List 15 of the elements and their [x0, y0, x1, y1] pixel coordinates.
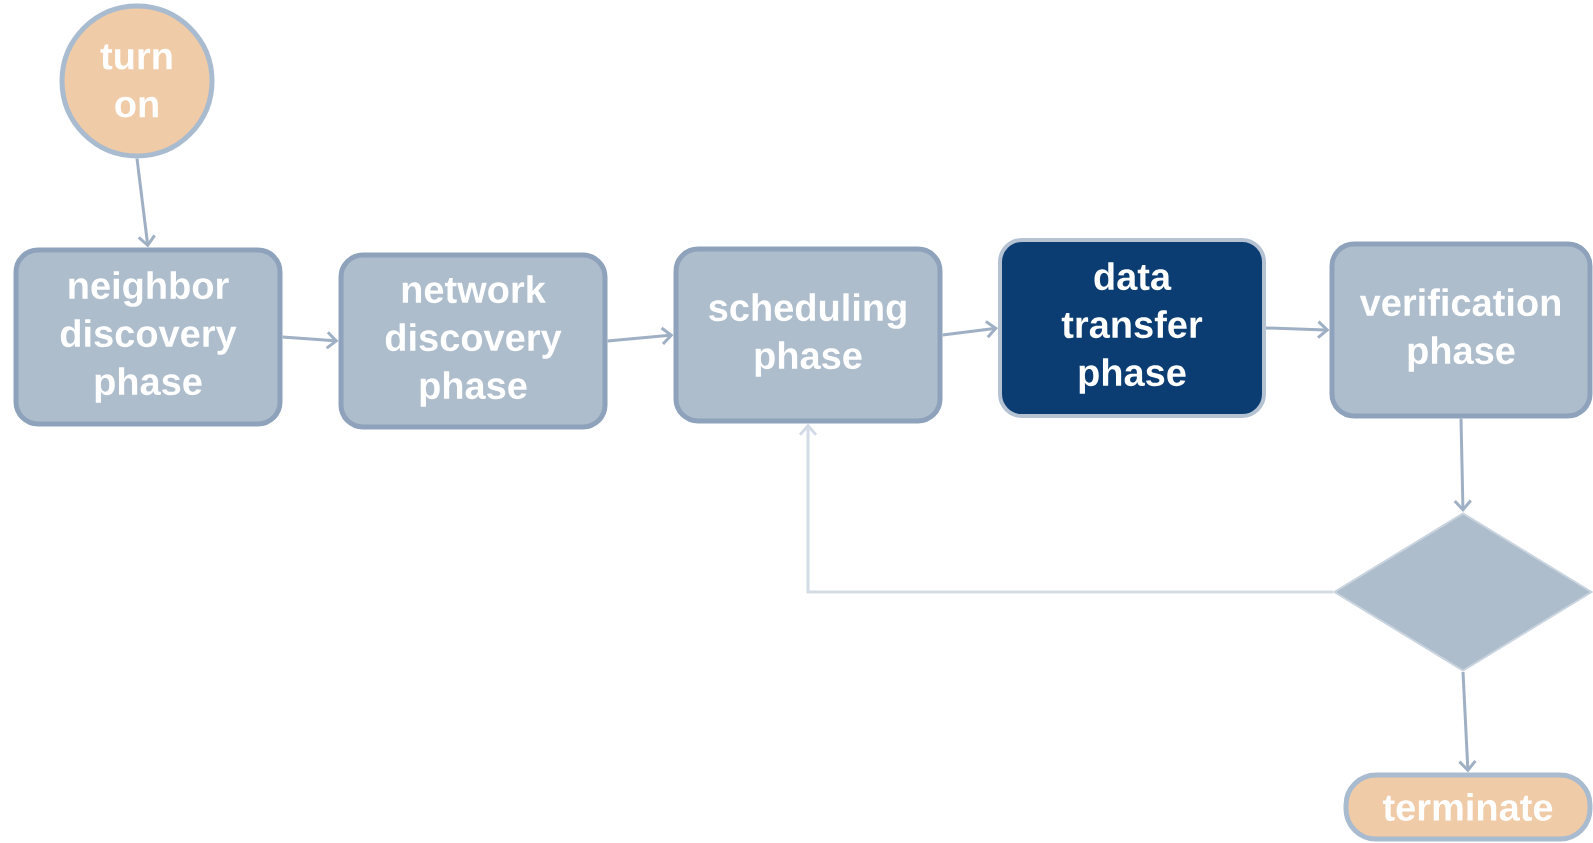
arrow: [1458, 671, 1477, 773]
arrow: [1265, 320, 1330, 339]
arrow: [1453, 418, 1472, 512]
process-box: data transfer phase: [998, 238, 1266, 418]
arrow: [942, 320, 998, 339]
process-box: scheduling phase: [673, 246, 943, 424]
end-terminator: terminate: [1343, 772, 1593, 842]
process-box: verification phase: [1329, 241, 1593, 419]
arrow: [135, 158, 156, 248]
process-box: neighbor discovery phase: [13, 247, 283, 427]
arrow: [798, 423, 1333, 594]
decision-diamond: [1332, 512, 1593, 672]
arrow: [282, 331, 339, 350]
process-box: network discovery phase: [338, 252, 608, 430]
arrow: [607, 326, 674, 345]
